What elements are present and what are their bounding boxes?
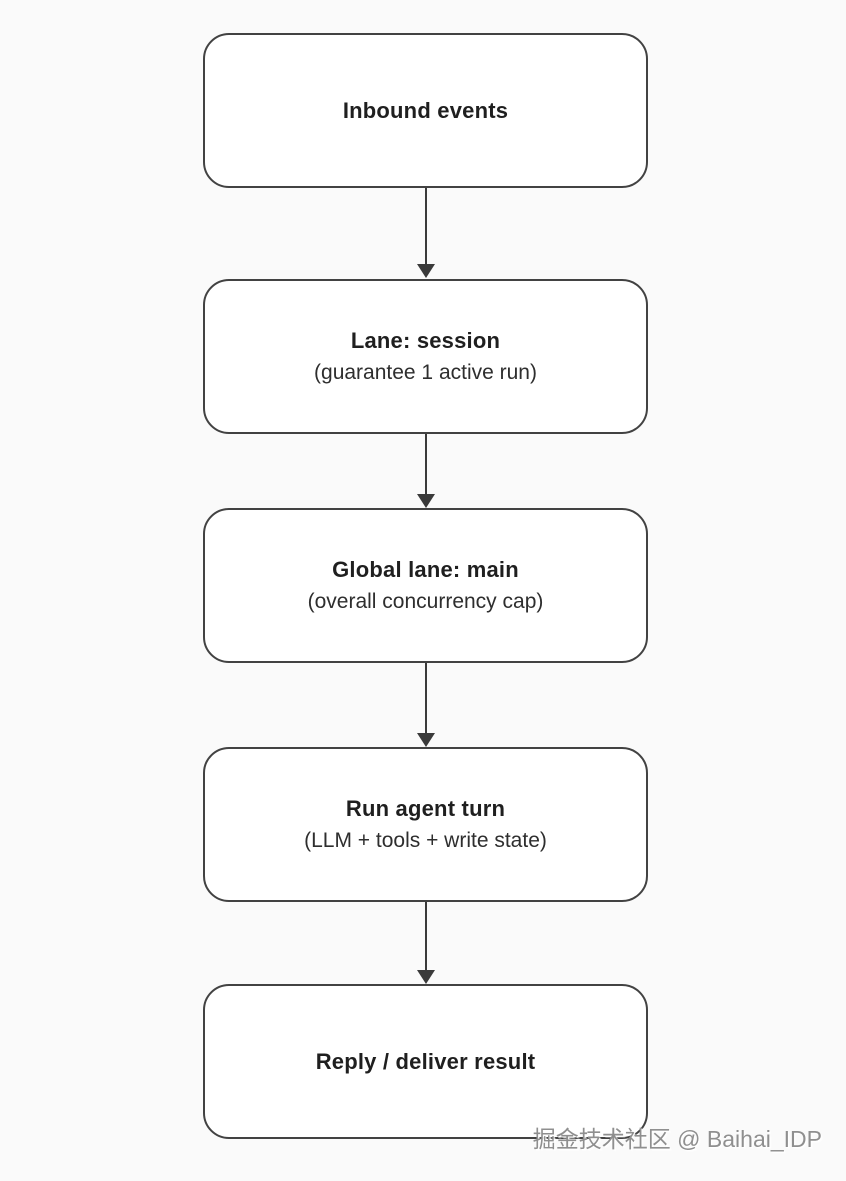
- flow-node-lane-session: Lane: session (guarantee 1 active run): [203, 279, 648, 434]
- flow-node-run-agent-turn: Run agent turn (LLM + tools + write stat…: [203, 747, 648, 902]
- arrow-head: [417, 733, 435, 747]
- arrow-down-icon: [417, 188, 435, 278]
- arrow-head: [417, 264, 435, 278]
- watermark-text: 掘金技术社区 @ Baihai_IDP: [532, 1126, 822, 1152]
- flow-node-global-lane-main: Global lane: main (overall concurrency c…: [203, 508, 648, 663]
- node-title: Lane: session: [350, 328, 501, 353]
- node-subtitle: (overall concurrency cap): [307, 590, 544, 613]
- node-title: Reply / deliver result: [315, 1048, 536, 1074]
- arrow-line: [425, 902, 427, 970]
- arrow-down-icon: [417, 434, 435, 508]
- node-subtitle: (LLM + tools + write state): [304, 829, 547, 852]
- flow-node-reply-deliver-result: Reply / deliver result: [203, 984, 648, 1139]
- arrow-line: [425, 663, 427, 733]
- arrow-down-icon: [417, 663, 435, 747]
- flow-node-inbound-events: Inbound events: [203, 33, 648, 188]
- node-title: Inbound events: [342, 97, 509, 123]
- arrow-down-icon: [417, 902, 435, 984]
- node-subtitle: (guarantee 1 active run): [314, 361, 537, 384]
- arrow-head: [417, 494, 435, 508]
- arrow-line: [425, 188, 427, 264]
- node-title: Run agent turn: [345, 796, 506, 821]
- node-title: Global lane: main: [332, 557, 519, 582]
- arrow-line: [425, 434, 427, 494]
- arrow-head: [417, 970, 435, 984]
